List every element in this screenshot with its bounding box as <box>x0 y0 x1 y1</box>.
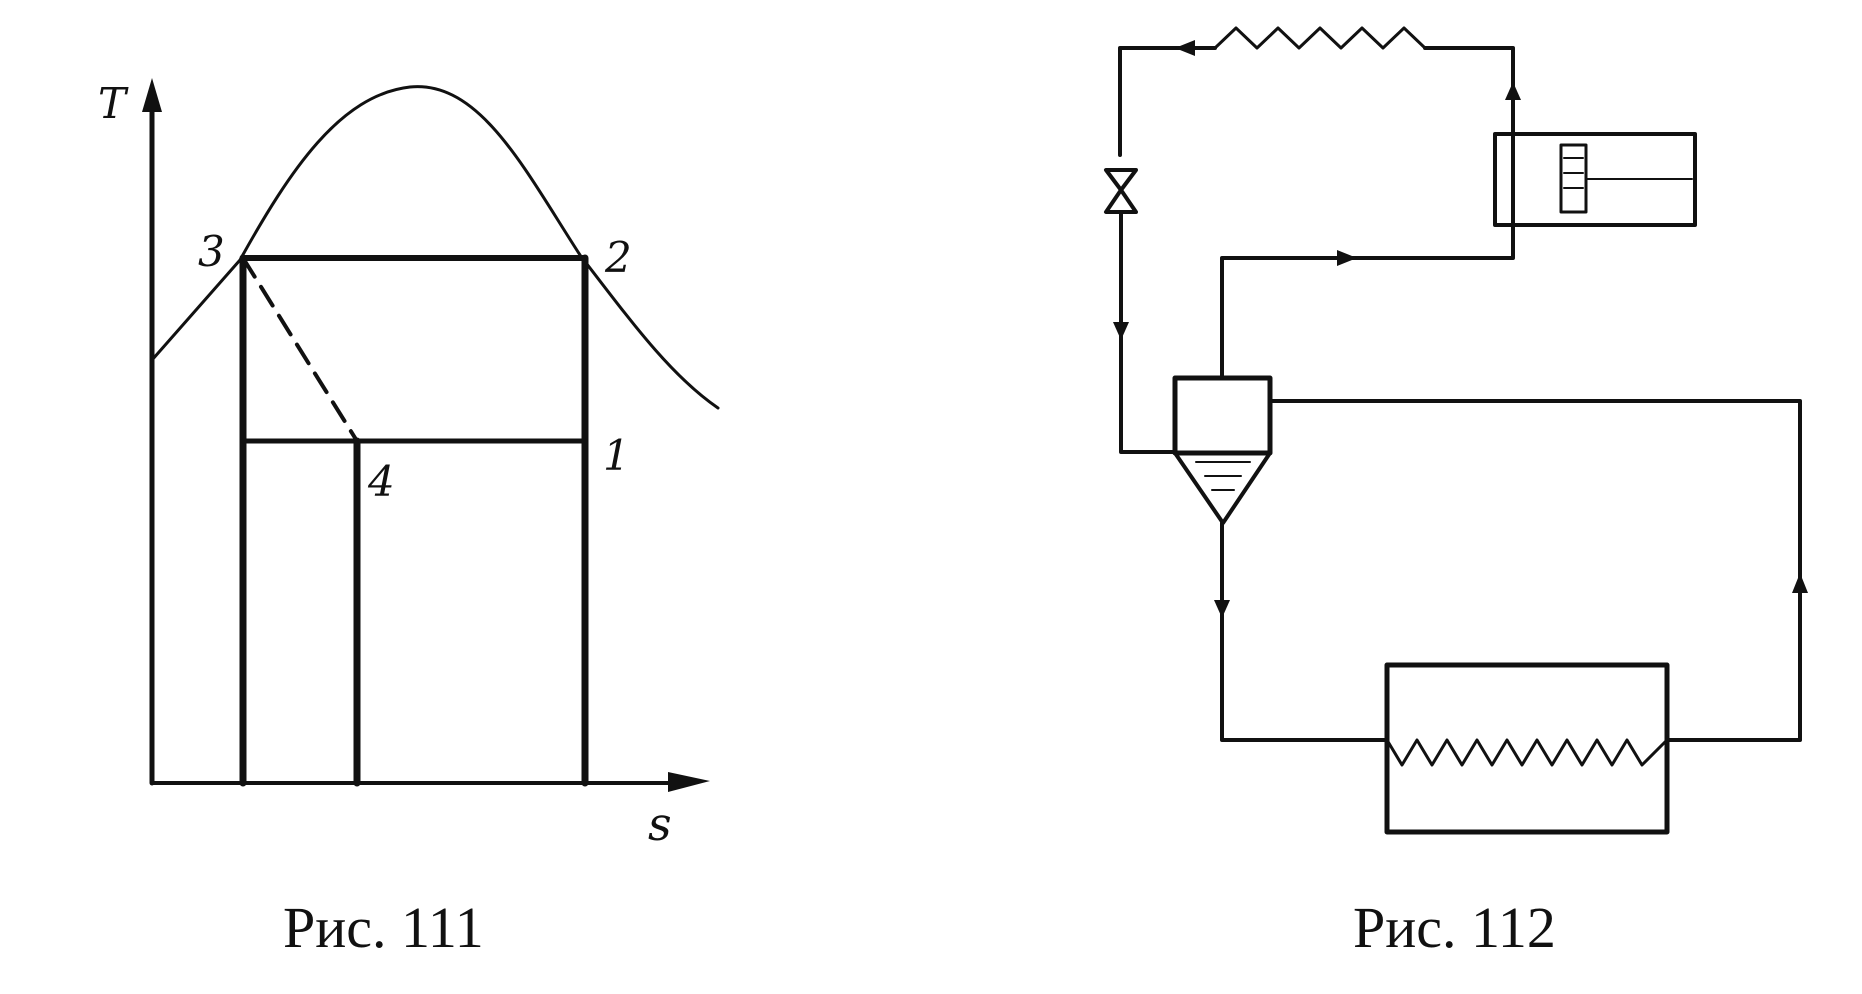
arrow-up-icon <box>1505 82 1521 100</box>
arrow-up-icon-2 <box>1792 573 1808 593</box>
arrow-right-icon <box>1337 250 1357 266</box>
arrow-left-icon <box>1175 40 1195 56</box>
pipe-separator-to-compressor <box>1220 223 1515 380</box>
condenser-coil-icon <box>1213 26 1427 50</box>
saturation-curve <box>150 85 720 410</box>
point-label-2: 2 <box>604 233 632 282</box>
s-axis-arrow-icon <box>668 772 710 792</box>
refrigeration-scheme <box>1104 26 1802 835</box>
caption-right: Рис. 112 <box>1353 895 1556 960</box>
axis-t-label: T <box>98 79 129 128</box>
t-axis-arrow-icon <box>142 78 162 112</box>
separator-cone-icon <box>1173 451 1272 525</box>
pipe-compressor-to-condenser <box>1423 46 1515 249</box>
caption-left: Рис. 111 <box>283 895 484 960</box>
flow-arrows <box>1113 40 1808 618</box>
pipe-condenser-to-valve <box>1118 46 1217 157</box>
point-label-1: 1 <box>603 431 630 480</box>
evaporator-coil-icon <box>1385 738 1669 767</box>
expansion-valve-icon <box>1104 168 1138 214</box>
pipe-separator-to-evaporator <box>1220 521 1389 742</box>
arrow-down-icon-2 <box>1214 600 1230 618</box>
pipe-evaporator-to-separator <box>1268 399 1802 742</box>
evaporator-box <box>1384 662 1670 835</box>
point-label-3: 3 <box>198 227 225 276</box>
compressor-piston-icon <box>1559 143 1588 214</box>
axis-s-label: s <box>648 797 672 851</box>
pipe-valve-to-separator <box>1119 210 1177 454</box>
ts-diagram: T s 3 2 4 1 Рис. 111 <box>98 78 720 960</box>
point-label-4: 4 <box>367 457 395 506</box>
arrow-down-icon <box>1113 322 1129 340</box>
separator-upper-body <box>1172 375 1273 456</box>
compressor-cylinder <box>1493 132 1697 227</box>
throttling-line-3-4 <box>241 256 359 443</box>
